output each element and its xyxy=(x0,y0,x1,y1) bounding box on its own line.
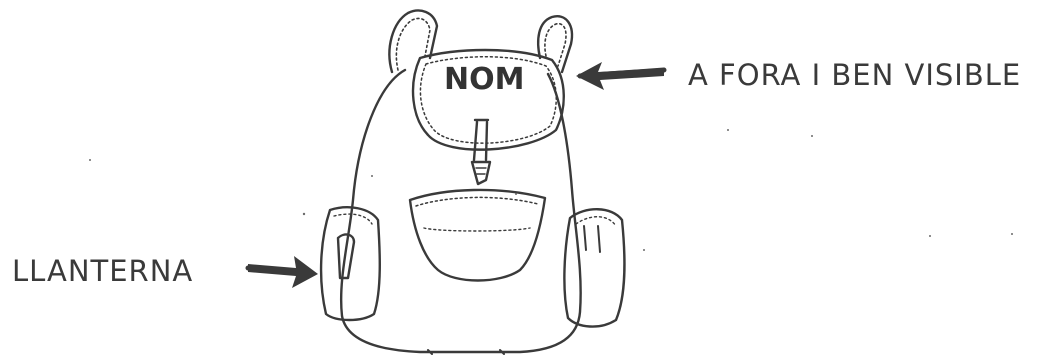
name-tag-label: NOM xyxy=(444,62,524,97)
buckle-strap xyxy=(474,120,488,160)
flashlight-label: LLANTERNA xyxy=(12,254,193,288)
buckle-toggle xyxy=(472,162,490,184)
backpack-body xyxy=(341,70,581,352)
right-side-pocket xyxy=(564,209,624,326)
front-pocket xyxy=(410,190,545,281)
arrow-right-icon xyxy=(248,256,318,288)
paper-speck xyxy=(89,129,1013,251)
arrow-left-icon xyxy=(576,62,664,90)
outside-visible-label: A FORA I BEN VISIBLE xyxy=(688,58,1021,92)
